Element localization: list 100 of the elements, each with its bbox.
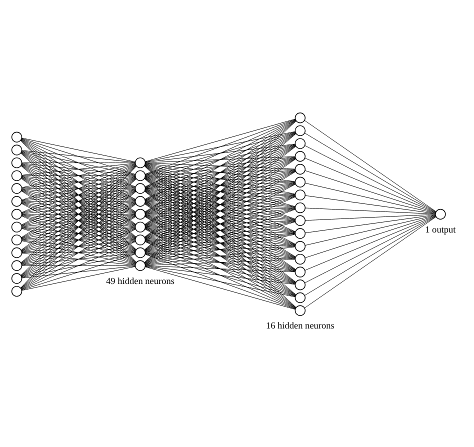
- connector: [144, 183, 296, 226]
- connector: [22, 189, 136, 214]
- connector: [145, 233, 296, 240]
- connector: [144, 202, 296, 258]
- connector: [21, 216, 136, 264]
- connector: [304, 170, 436, 214]
- connector: [22, 176, 136, 201]
- connector: [144, 216, 296, 271]
- node-circle: [294, 112, 306, 124]
- connector: [21, 138, 136, 187]
- connector: [22, 162, 136, 164]
- connector: [22, 252, 136, 254]
- node-circle: [294, 305, 306, 316]
- node-circle: [134, 183, 146, 194]
- connector: [144, 131, 296, 162]
- connector: [145, 202, 296, 220]
- connector: [144, 203, 296, 270]
- node-circle: [294, 151, 306, 162]
- connector: [21, 152, 136, 212]
- connector: [22, 240, 136, 253]
- connector: [144, 176, 296, 208]
- connector: [145, 208, 296, 227]
- connector: [22, 164, 136, 188]
- node-circle: [294, 240, 306, 252]
- node-circle: [11, 144, 22, 156]
- connector: [145, 246, 296, 253]
- connector: [145, 188, 296, 196]
- connector: [145, 240, 296, 259]
- connector: [304, 214, 436, 234]
- node-circle: [294, 202, 306, 214]
- connector: [22, 176, 136, 214]
- connector: [145, 227, 296, 246]
- connector: [145, 176, 296, 195]
- connector: [21, 203, 136, 264]
- connector: [144, 196, 296, 252]
- connector: [304, 145, 436, 212]
- connector: [145, 252, 296, 260]
- connector: [144, 222, 296, 265]
- connector: [145, 162, 296, 170]
- node-circle: [11, 183, 22, 194]
- connector: [144, 228, 296, 284]
- connector: [144, 164, 296, 220]
- connector: [145, 188, 296, 208]
- node-circle: [11, 273, 22, 284]
- connector: [144, 176, 296, 232]
- connector: [145, 240, 296, 246]
- connector: [21, 228, 136, 290]
- connector: [144, 254, 296, 310]
- connector: [144, 241, 296, 296]
- connector: [144, 202, 296, 246]
- connector: [145, 220, 296, 228]
- connector: [144, 240, 296, 284]
- node-circle: [11, 222, 22, 232]
- connector: [144, 234, 296, 265]
- connector: [144, 215, 296, 258]
- node-circle: [294, 280, 306, 290]
- connector: [144, 158, 296, 226]
- connector: [21, 241, 136, 290]
- connector: [21, 178, 136, 251]
- connector: [22, 254, 136, 290]
- connector: [144, 119, 296, 187]
- connector: [22, 151, 136, 188]
- connector: [144, 119, 296, 174]
- connector: [144, 132, 296, 188]
- node-circle: [134, 247, 146, 258]
- connector: [304, 182, 436, 214]
- connector: [22, 214, 136, 227]
- connector: [22, 202, 136, 226]
- connector: [144, 144, 296, 176]
- connector: [144, 208, 296, 252]
- connector: [145, 214, 296, 221]
- connector: [22, 188, 136, 189]
- node-circle: [11, 132, 22, 142]
- connector: [22, 252, 136, 266]
- label: 16 hidden neurons: [266, 322, 334, 332]
- connector: [145, 176, 296, 182]
- connector: [304, 195, 436, 214]
- connector: [144, 184, 296, 252]
- connector: [144, 253, 296, 284]
- connector: [22, 201, 136, 202]
- connector: [144, 189, 296, 233]
- node-circle: [435, 208, 446, 220]
- connector: [144, 145, 296, 213]
- connector: [21, 202, 136, 252]
- connector: [145, 253, 296, 272]
- node-circle: [134, 234, 146, 246]
- connector: [145, 195, 296, 214]
- connector: [144, 196, 296, 239]
- connector: [144, 164, 296, 232]
- node-circle: [11, 260, 22, 271]
- connector: [21, 216, 136, 277]
- node-circle: [11, 170, 22, 182]
- connector: [145, 234, 296, 252]
- connector: [145, 169, 296, 176]
- connector: [144, 157, 296, 188]
- connector: [22, 265, 136, 266]
- node-circle: [11, 247, 22, 258]
- connector: [144, 158, 296, 213]
- connector: [21, 164, 136, 226]
- connector: [304, 208, 436, 214]
